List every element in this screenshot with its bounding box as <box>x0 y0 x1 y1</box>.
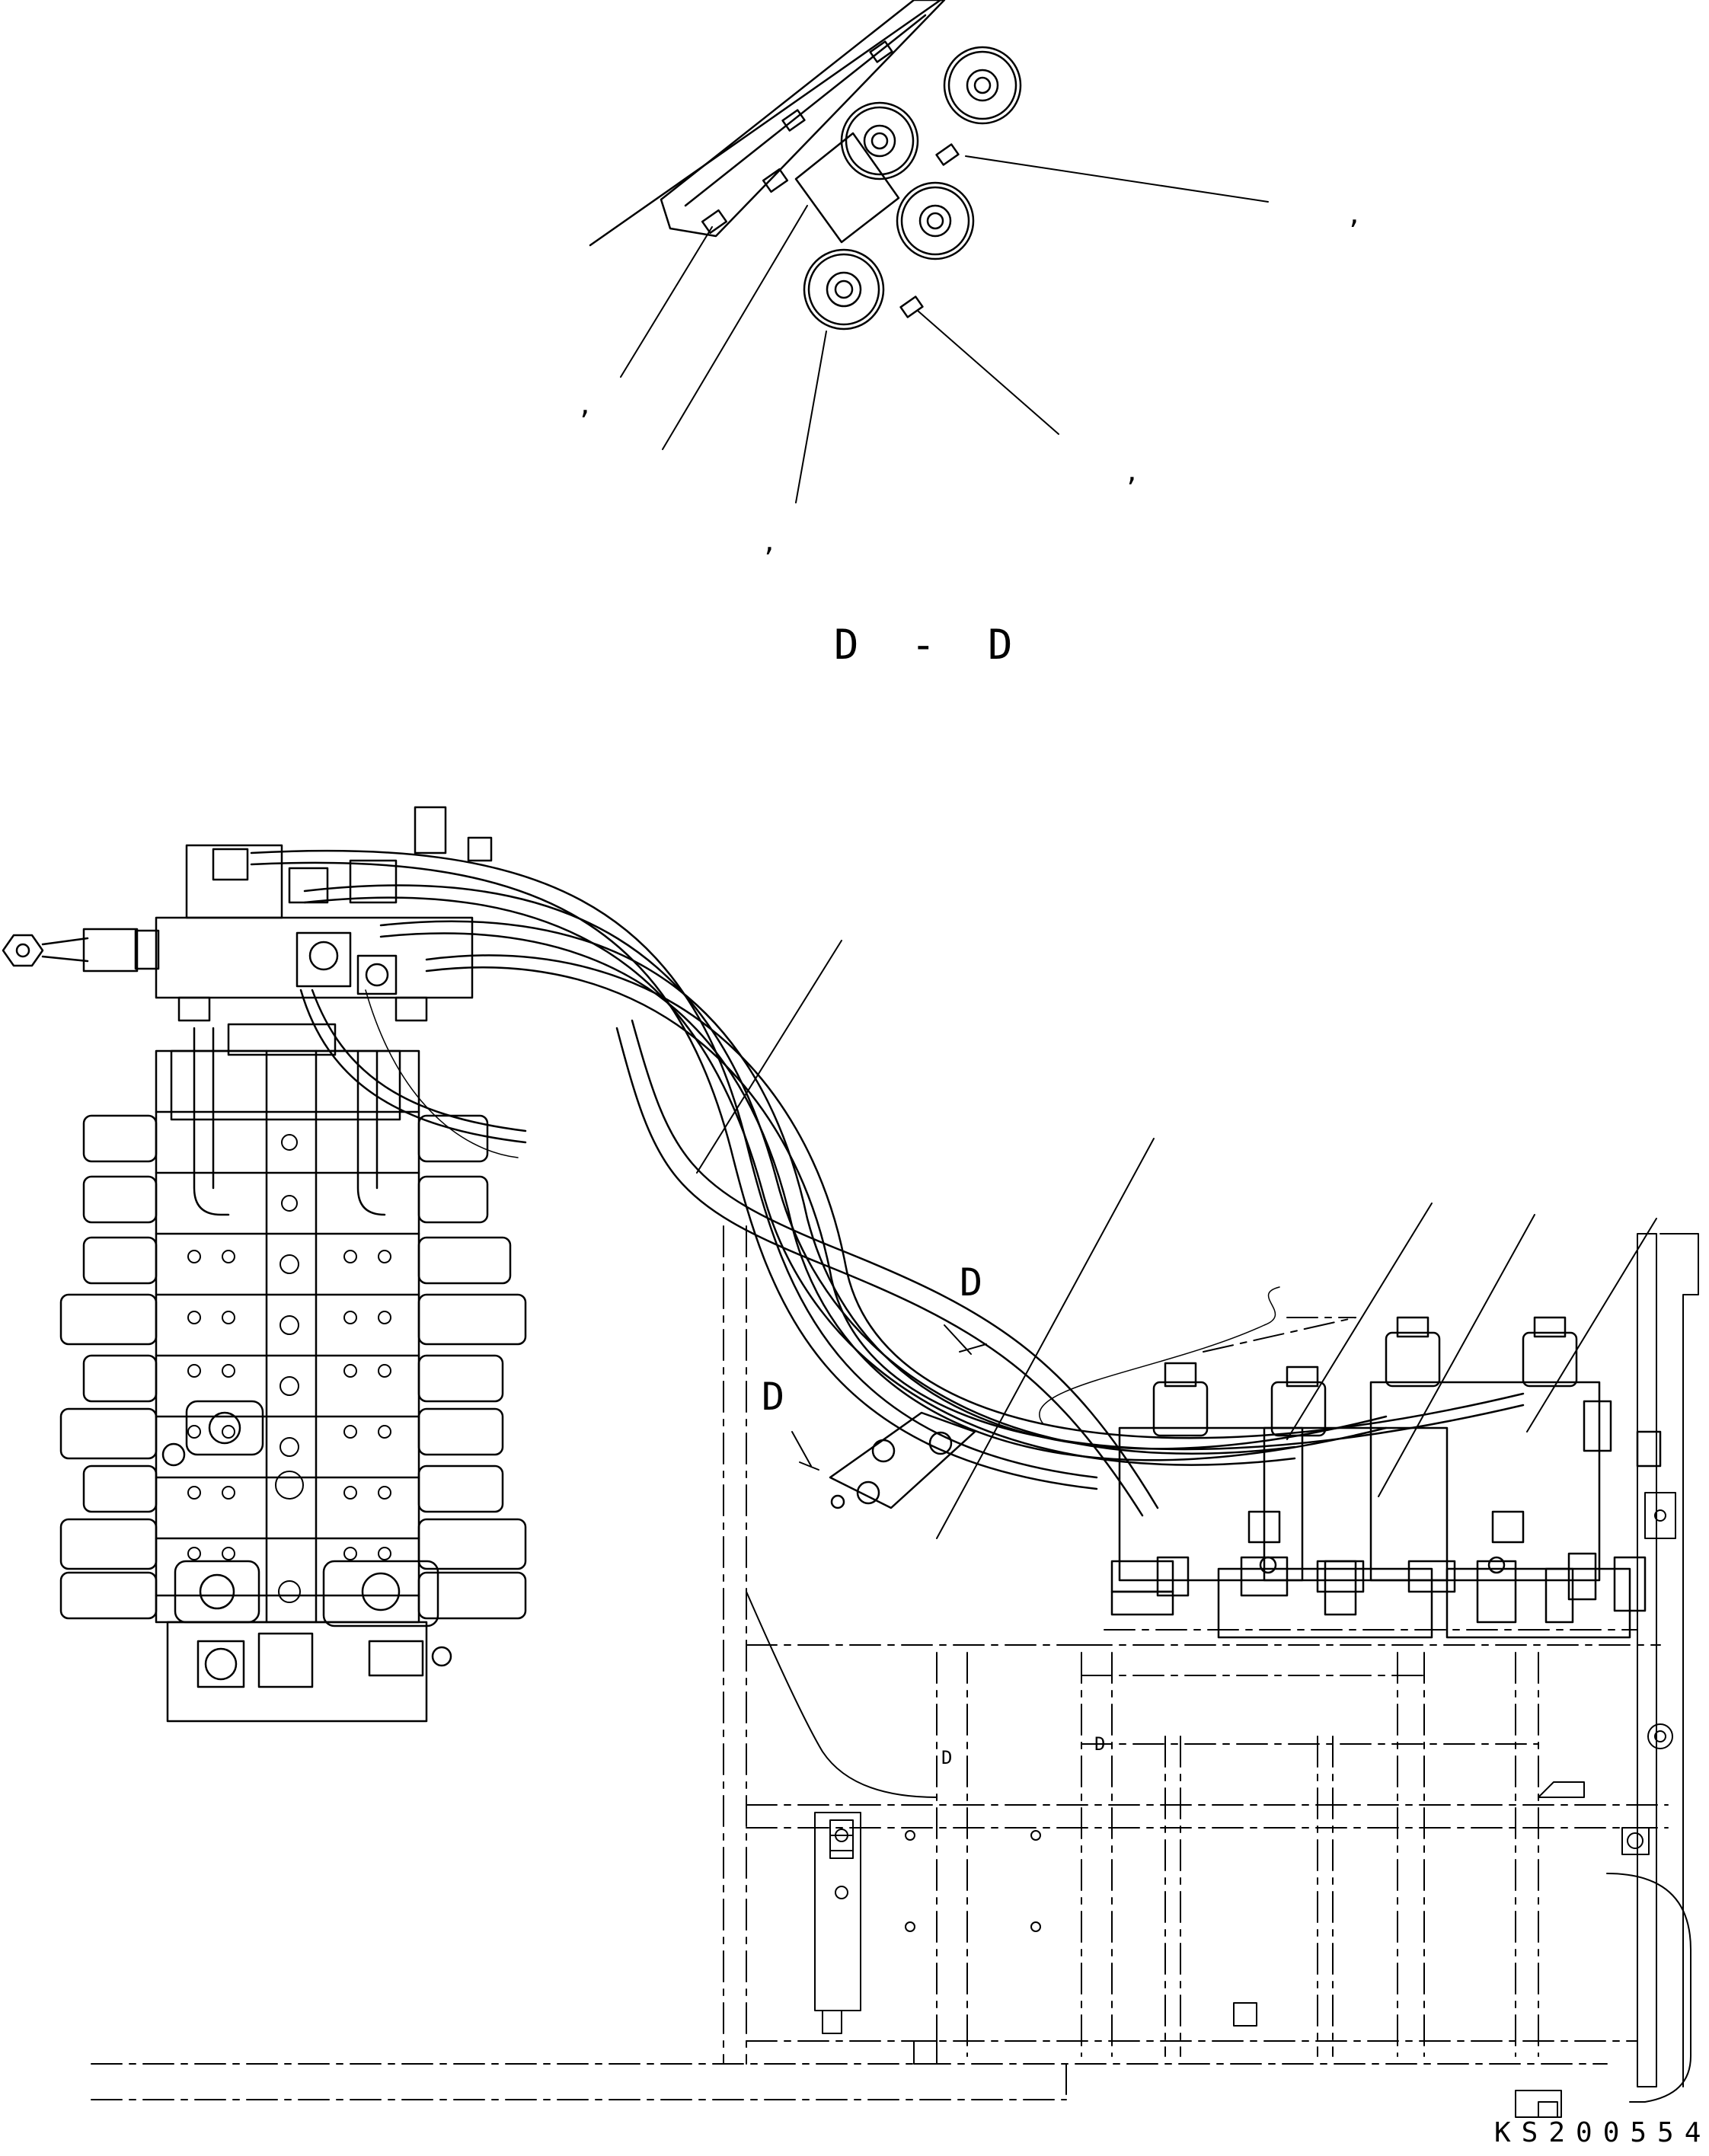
mounting-frame <box>91 1225 1669 2100</box>
bracket-inner-edge <box>684 14 927 207</box>
main-leader-lines <box>696 940 1657 1539</box>
hex-nut-left <box>2 934 44 967</box>
spool-caps-left <box>59 1114 158 1620</box>
section-cut-mark-upper: D <box>960 1260 983 1305</box>
section-detail-dd <box>589 0 1269 503</box>
hose-bundle <box>250 849 1525 1517</box>
mounting-bracket <box>660 0 946 238</box>
callout-mark-1: , <box>1346 200 1362 230</box>
hose-clamp <box>829 1411 976 1509</box>
section-cut-arrows <box>791 1324 987 1471</box>
valve-base <box>166 1621 428 1723</box>
callout-mark-4: , <box>762 527 778 557</box>
lower-plate <box>746 1591 1257 2065</box>
right-bracket <box>1515 1233 1699 2118</box>
plate-edge <box>589 0 942 247</box>
drawing-code: KS200554 <box>1494 2117 1709 2148</box>
section-title: D - D <box>834 621 1027 669</box>
port-holes <box>187 1134 391 1603</box>
callout-mark-3: , <box>1124 457 1140 487</box>
hose-cross-sections <box>803 46 1022 331</box>
spool-caps-right <box>417 1114 527 1620</box>
plate-bolts <box>701 40 960 318</box>
valve-stack-body <box>155 1049 420 1624</box>
clamp-block <box>794 132 900 244</box>
small-mark-left: D <box>941 1747 953 1768</box>
solenoid-valve-block <box>1110 1316 1662 1639</box>
section-cut-mark-lower: D <box>762 1375 785 1419</box>
small-mark-right: D <box>1094 1733 1106 1755</box>
lever-boss <box>82 928 139 973</box>
callout-mark-2: , <box>577 390 593 420</box>
detail-leader-lines <box>620 155 1269 503</box>
control-valve-assembly <box>2 806 527 1723</box>
